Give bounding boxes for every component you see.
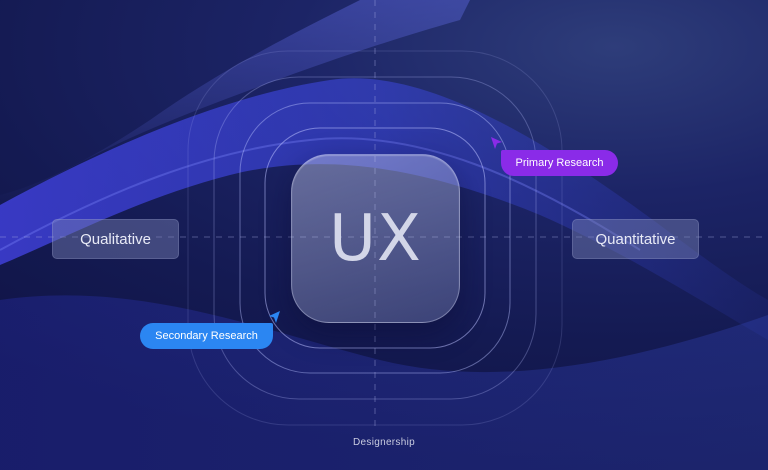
wave-band-upper [0, 0, 470, 210]
ux-card: UX [291, 154, 460, 323]
secondary-research-label: Secondary Research [155, 330, 258, 342]
ring-2 [239, 102, 511, 374]
primary-research-label: Primary Research [515, 157, 604, 169]
ring-4 [187, 50, 563, 426]
wave-highlight [0, 137, 641, 251]
qualitative-box: Qualitative [52, 219, 179, 259]
brand-wordmark: Designership [353, 437, 415, 448]
quantitative-box: Quantitative [572, 219, 699, 259]
secondary-research-tag: Secondary Research [140, 323, 273, 349]
center-label: UX [329, 201, 422, 276]
ring-1 [264, 127, 486, 349]
wave-band-main [0, 78, 768, 340]
pointer-arrow-icon [269, 311, 280, 323]
qualitative-label: Qualitative [80, 230, 151, 248]
ring-3 [213, 76, 537, 400]
pointer-arrow-icon [491, 137, 502, 149]
quantitative-label: Quantitative [595, 230, 676, 248]
primary-research-tag: Primary Research [501, 150, 618, 176]
